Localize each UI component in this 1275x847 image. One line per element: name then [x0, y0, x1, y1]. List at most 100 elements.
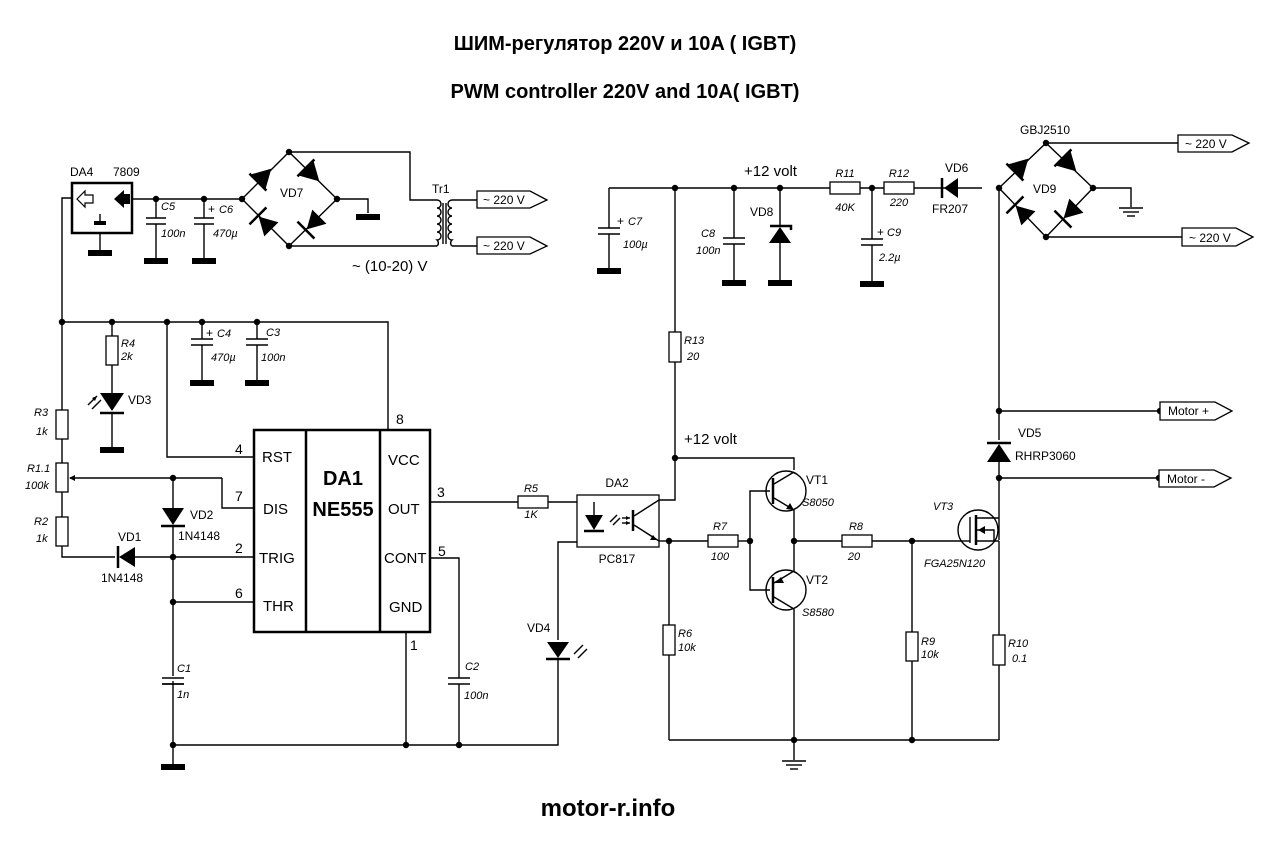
svg-text:~ 220 V: ~ 220 V	[1189, 231, 1231, 245]
svg-text:40K: 40K	[835, 202, 855, 214]
svg-text:~ 220 V: ~ 220 V	[483, 193, 525, 207]
svg-text:1K: 1K	[524, 509, 538, 521]
svg-text:+: +	[877, 225, 884, 239]
diode-vd6: VD6 FR207	[932, 161, 969, 216]
svg-text:Motor +: Motor +	[1168, 404, 1209, 418]
transistor-vt2: VT2 S8580	[765, 569, 835, 619]
pin-thr: THR	[263, 598, 294, 615]
da4-part: 7809	[113, 165, 140, 179]
potentiometer-r1: R1.1 100k	[25, 462, 222, 517]
mains-terminal-3: ~ 220 V	[1177, 134, 1251, 153]
svg-text:0.1: 0.1	[1012, 653, 1027, 665]
pin-trig: TRIG	[259, 550, 295, 567]
pin-rst: RST	[262, 449, 292, 466]
c6-plus: +	[208, 202, 215, 216]
footer-site: motor-r.info	[541, 795, 676, 822]
resistor-r10: R10 0.1	[992, 541, 1029, 740]
svg-text:470µ: 470µ	[211, 352, 236, 364]
svg-text:FR207: FR207	[932, 202, 968, 216]
svg-text:1N4148: 1N4148	[178, 529, 220, 543]
svg-text:GBJ2510: GBJ2510	[1020, 123, 1070, 137]
title-ru: ШИМ-регулятор 220V и 10A ( IGBT)	[454, 33, 797, 55]
svg-text:VD9: VD9	[1033, 182, 1057, 196]
svg-text:R12: R12	[889, 168, 909, 180]
resistor-r5: R5 1K	[517, 483, 549, 521]
pin-out: OUT	[388, 501, 420, 518]
svg-text:220: 220	[889, 197, 909, 209]
terminal-motor-plus: Motor +	[1159, 401, 1234, 421]
capacitor-c5: C5 100n	[144, 199, 185, 264]
c6-ref: C6	[219, 204, 234, 216]
svg-text:6: 6	[235, 585, 243, 601]
svg-text:100k: 100k	[25, 480, 49, 492]
resistor-r4: R4 2k	[105, 322, 135, 393]
svg-text:VD4: VD4	[527, 621, 551, 635]
svg-text:VT2: VT2	[806, 573, 828, 587]
svg-text:R5: R5	[524, 483, 539, 495]
c5-ref: C5	[161, 201, 176, 213]
svg-text:VT1: VT1	[806, 473, 828, 487]
tr1-ref: Tr1	[432, 182, 450, 196]
optocoupler-da2: DA2 PC817	[576, 476, 660, 566]
svg-text:R4: R4	[121, 338, 135, 350]
svg-text:8: 8	[396, 411, 404, 427]
c6-value: 470µ	[213, 228, 238, 240]
svg-text:R13: R13	[684, 335, 705, 347]
ic-da1-ne555: DA1 NE555 RST DIS TRIG THR VCC OUT CONT …	[235, 411, 446, 653]
resistor-r11: R11 40K	[829, 168, 861, 214]
svg-text:R8: R8	[849, 521, 864, 533]
regulator-da4: DA4 7809	[70, 165, 140, 256]
mains-terminal-1: ~ 220 V	[476, 190, 549, 209]
svg-text:7: 7	[235, 488, 243, 504]
svg-text:S8050: S8050	[802, 497, 835, 509]
svg-text:3: 3	[437, 484, 445, 500]
svg-text:R2: R2	[34, 516, 48, 528]
svg-text:R3: R3	[34, 407, 49, 419]
svg-text:C8: C8	[701, 228, 716, 240]
capacitor-c2: C2 100n	[448, 661, 488, 745]
svg-text:1N4148: 1N4148	[101, 571, 143, 585]
svg-text:R9: R9	[921, 636, 935, 648]
zener-vd8: VD8	[750, 188, 793, 286]
svg-text:20: 20	[686, 351, 700, 363]
svg-text:RHRP3060: RHRP3060	[1015, 449, 1076, 463]
svg-text:VD8: VD8	[750, 205, 774, 219]
resistor-r13: R13 20	[668, 188, 705, 458]
capacitor-c9: + C9 2.2µ	[860, 188, 901, 287]
svg-text:100n: 100n	[464, 690, 488, 702]
svg-text:R7: R7	[713, 521, 728, 533]
svg-text:1k: 1k	[36, 533, 48, 545]
transistor-vt1: VT1 S8050	[765, 470, 835, 512]
svg-text:R11: R11	[835, 168, 854, 180]
svg-text:VD3: VD3	[128, 393, 152, 407]
svg-text:DA2: DA2	[605, 476, 629, 490]
svg-text:C7: C7	[628, 216, 643, 228]
led-vd3: VD3	[87, 393, 152, 453]
capacitor-c3: C3 100n	[245, 322, 285, 386]
svg-text:C4: C4	[217, 328, 231, 340]
resistor-r8: R8 20	[841, 521, 873, 563]
svg-text:100µ: 100µ	[623, 239, 648, 251]
svg-text:C3: C3	[266, 327, 281, 339]
svg-text:+: +	[206, 326, 213, 340]
svg-text:2.2µ: 2.2µ	[878, 252, 901, 264]
diode-vd5: VD5 RHRP3060	[987, 426, 1076, 518]
svg-text:10k: 10k	[921, 649, 939, 661]
svg-text:1k: 1k	[36, 426, 48, 438]
svg-text:1n: 1n	[177, 689, 189, 701]
svg-text:5: 5	[438, 543, 446, 559]
svg-text:FGA25N120: FGA25N120	[924, 558, 986, 570]
pin-vcc: VCC	[388, 452, 420, 469]
svg-text:+: +	[617, 214, 624, 228]
da1-part: NE555	[312, 499, 373, 521]
resistor-r9: R9 10k	[905, 541, 939, 740]
capacitor-c6: + C6 470µ	[192, 199, 238, 264]
svg-text:~ 220 V: ~ 220 V	[483, 239, 525, 253]
title-en: PWM controller 220V and 10A( IGBT)	[451, 81, 800, 103]
svg-text:100n: 100n	[696, 245, 720, 257]
c5-value: 100n	[161, 228, 185, 240]
svg-text:VD6: VD6	[945, 161, 969, 175]
led-vd4: VD4	[527, 621, 588, 661]
resistor-r2: R2 1k	[34, 516, 115, 558]
